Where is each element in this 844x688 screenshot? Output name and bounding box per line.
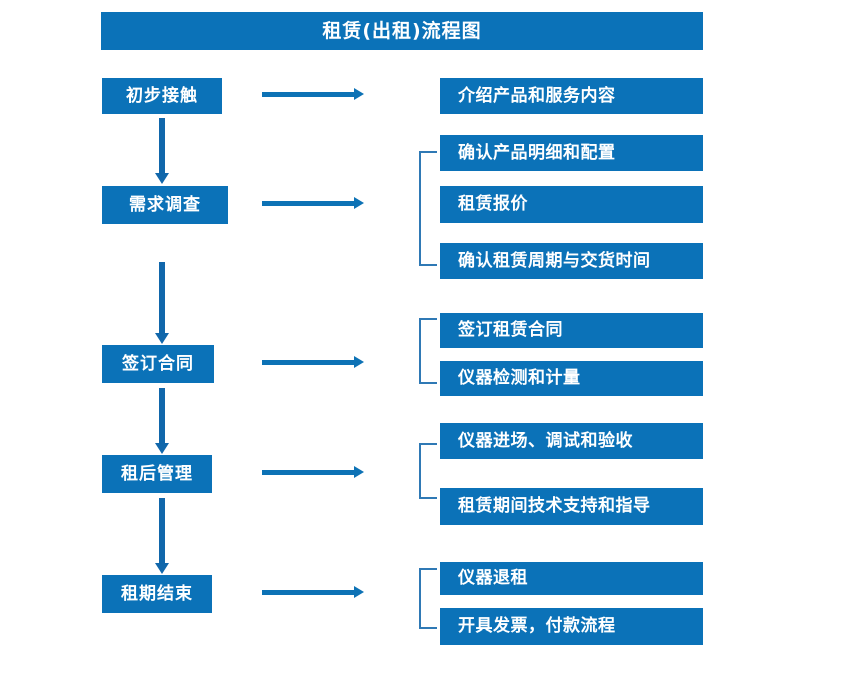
arrow-right-rental-end [262,584,364,602]
detail-box-confirm-product-spec[interactable]: 确认产品明细和配置 [440,135,703,171]
detail-label-confirm-product-spec: 确认产品明细和配置 [458,142,616,163]
chart-title-bar: 租赁(出租)流程图 [101,12,703,50]
stage-box-demand-survey[interactable]: 需求调查 [102,186,228,224]
detail-box-tech-support[interactable]: 租赁期间技术支持和指导 [440,488,703,525]
bracket-post-rent-group [419,443,437,499]
detail-box-instrument-arrival[interactable]: 仪器进场、调试和验收 [440,423,703,459]
stage-label-post-rent-manage: 租后管理 [121,463,193,484]
detail-label-intro-product-service: 介绍产品和服务内容 [458,85,616,106]
arrow-down-demand-to-contract [153,262,171,344]
bracket-sign-contract-group [419,318,437,384]
bracket-demand-survey-group [419,151,437,266]
detail-box-rental-quote[interactable]: 租赁报价 [440,186,703,223]
detail-box-instrument-test[interactable]: 仪器检测和计量 [440,361,703,396]
stage-label-sign-contract: 签订合同 [122,353,194,374]
detail-label-tech-support: 租赁期间技术支持和指导 [458,496,651,516]
stage-box-post-rent-manage[interactable]: 租后管理 [102,455,212,493]
arrow-down-contract-to-postrent [153,388,171,454]
detail-label-instrument-return: 仪器退租 [458,568,528,588]
arrow-right-initial-contact [262,86,364,104]
detail-label-confirm-period: 确认租赁周期与交货时间 [458,250,651,271]
arrow-right-post-rent-manage [262,464,364,482]
detail-box-sign-rental-contract[interactable]: 签订租赁合同 [440,313,703,348]
arrow-right-sign-contract [262,354,364,372]
arrow-down-postrent-to-rentalend [153,498,171,574]
arrow-right-demand-survey [262,195,364,213]
stage-label-initial-contact: 初步接触 [126,85,198,106]
stage-box-sign-contract[interactable]: 签订合同 [102,345,214,383]
page-title: 租赁(出租)流程图 [322,19,482,42]
detail-box-invoice-payment[interactable]: 开具发票，付款流程 [440,608,703,645]
arrow-down-initial-to-demand [153,118,171,184]
detail-box-instrument-return[interactable]: 仪器退租 [440,562,703,595]
detail-box-confirm-period[interactable]: 确认租赁周期与交货时间 [440,243,703,279]
stage-box-initial-contact[interactable]: 初步接触 [102,78,222,114]
stage-box-rental-end[interactable]: 租期结束 [102,575,212,613]
detail-box-intro-product-service[interactable]: 介绍产品和服务内容 [440,78,703,114]
detail-label-sign-rental-contract: 签订租赁合同 [458,320,563,340]
detail-label-invoice-payment: 开具发票，付款流程 [458,616,616,636]
bracket-rental-end-group [419,568,437,629]
detail-label-rental-quote: 租赁报价 [458,194,528,214]
stage-label-demand-survey: 需求调查 [129,194,201,215]
detail-label-instrument-arrival: 仪器进场、调试和验收 [458,430,633,451]
stage-label-rental-end: 租期结束 [121,583,193,604]
detail-label-instrument-test: 仪器检测和计量 [458,368,581,388]
